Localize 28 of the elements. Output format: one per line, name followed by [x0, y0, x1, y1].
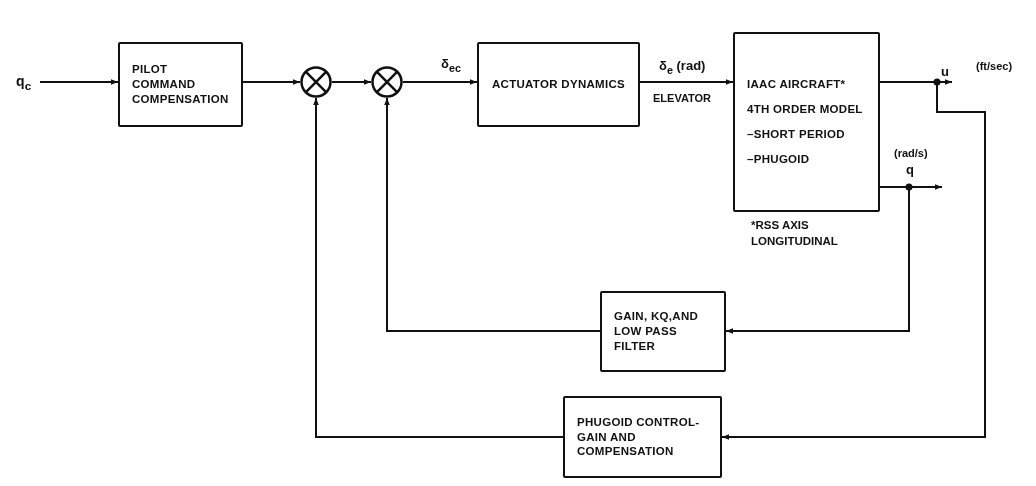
footnote: *RSS AXIS LONGITUDINAL	[751, 218, 839, 249]
arrow	[402, 79, 478, 85]
box-text: PHUGOID CONTROL-GAIN AND COMPENSATION	[577, 414, 701, 460]
process-box	[477, 42, 640, 127]
box-text: –SHORT PERIOD	[747, 127, 845, 142]
arrow	[331, 79, 372, 85]
box-text: GAIN, KQ,AND LOW PASS FILTER	[614, 309, 700, 354]
arrow	[725, 186, 910, 334]
process-box	[563, 396, 722, 478]
arrow	[639, 79, 734, 85]
process-box	[600, 291, 726, 372]
signal-label: (rad/s)	[893, 147, 929, 159]
box-text: 4TH ORDER MODEL	[747, 102, 863, 117]
box-text: –PHUGOID	[747, 151, 810, 167]
process-box	[118, 42, 243, 127]
arrow	[313, 97, 564, 438]
edge-label: δ$_{e}$ (rad)	[658, 58, 707, 76]
signal-label: q$_{c}$	[16, 71, 32, 93]
arrow	[242, 79, 301, 85]
signal-label: ELEVATOR	[652, 92, 713, 104]
signal-label: (ft/sec)	[975, 60, 1014, 72]
box-text: PILOT COMMAND COMPENSATION	[132, 62, 229, 107]
arrow	[721, 81, 986, 440]
arrow	[384, 97, 601, 332]
edge-label: δ$_{ec}$	[440, 56, 462, 74]
box-text: ACTUATOR DYNAMICS	[491, 77, 626, 92]
box-text: IAAC AIRCRAFT*	[747, 77, 846, 93]
arrow	[39, 79, 119, 85]
